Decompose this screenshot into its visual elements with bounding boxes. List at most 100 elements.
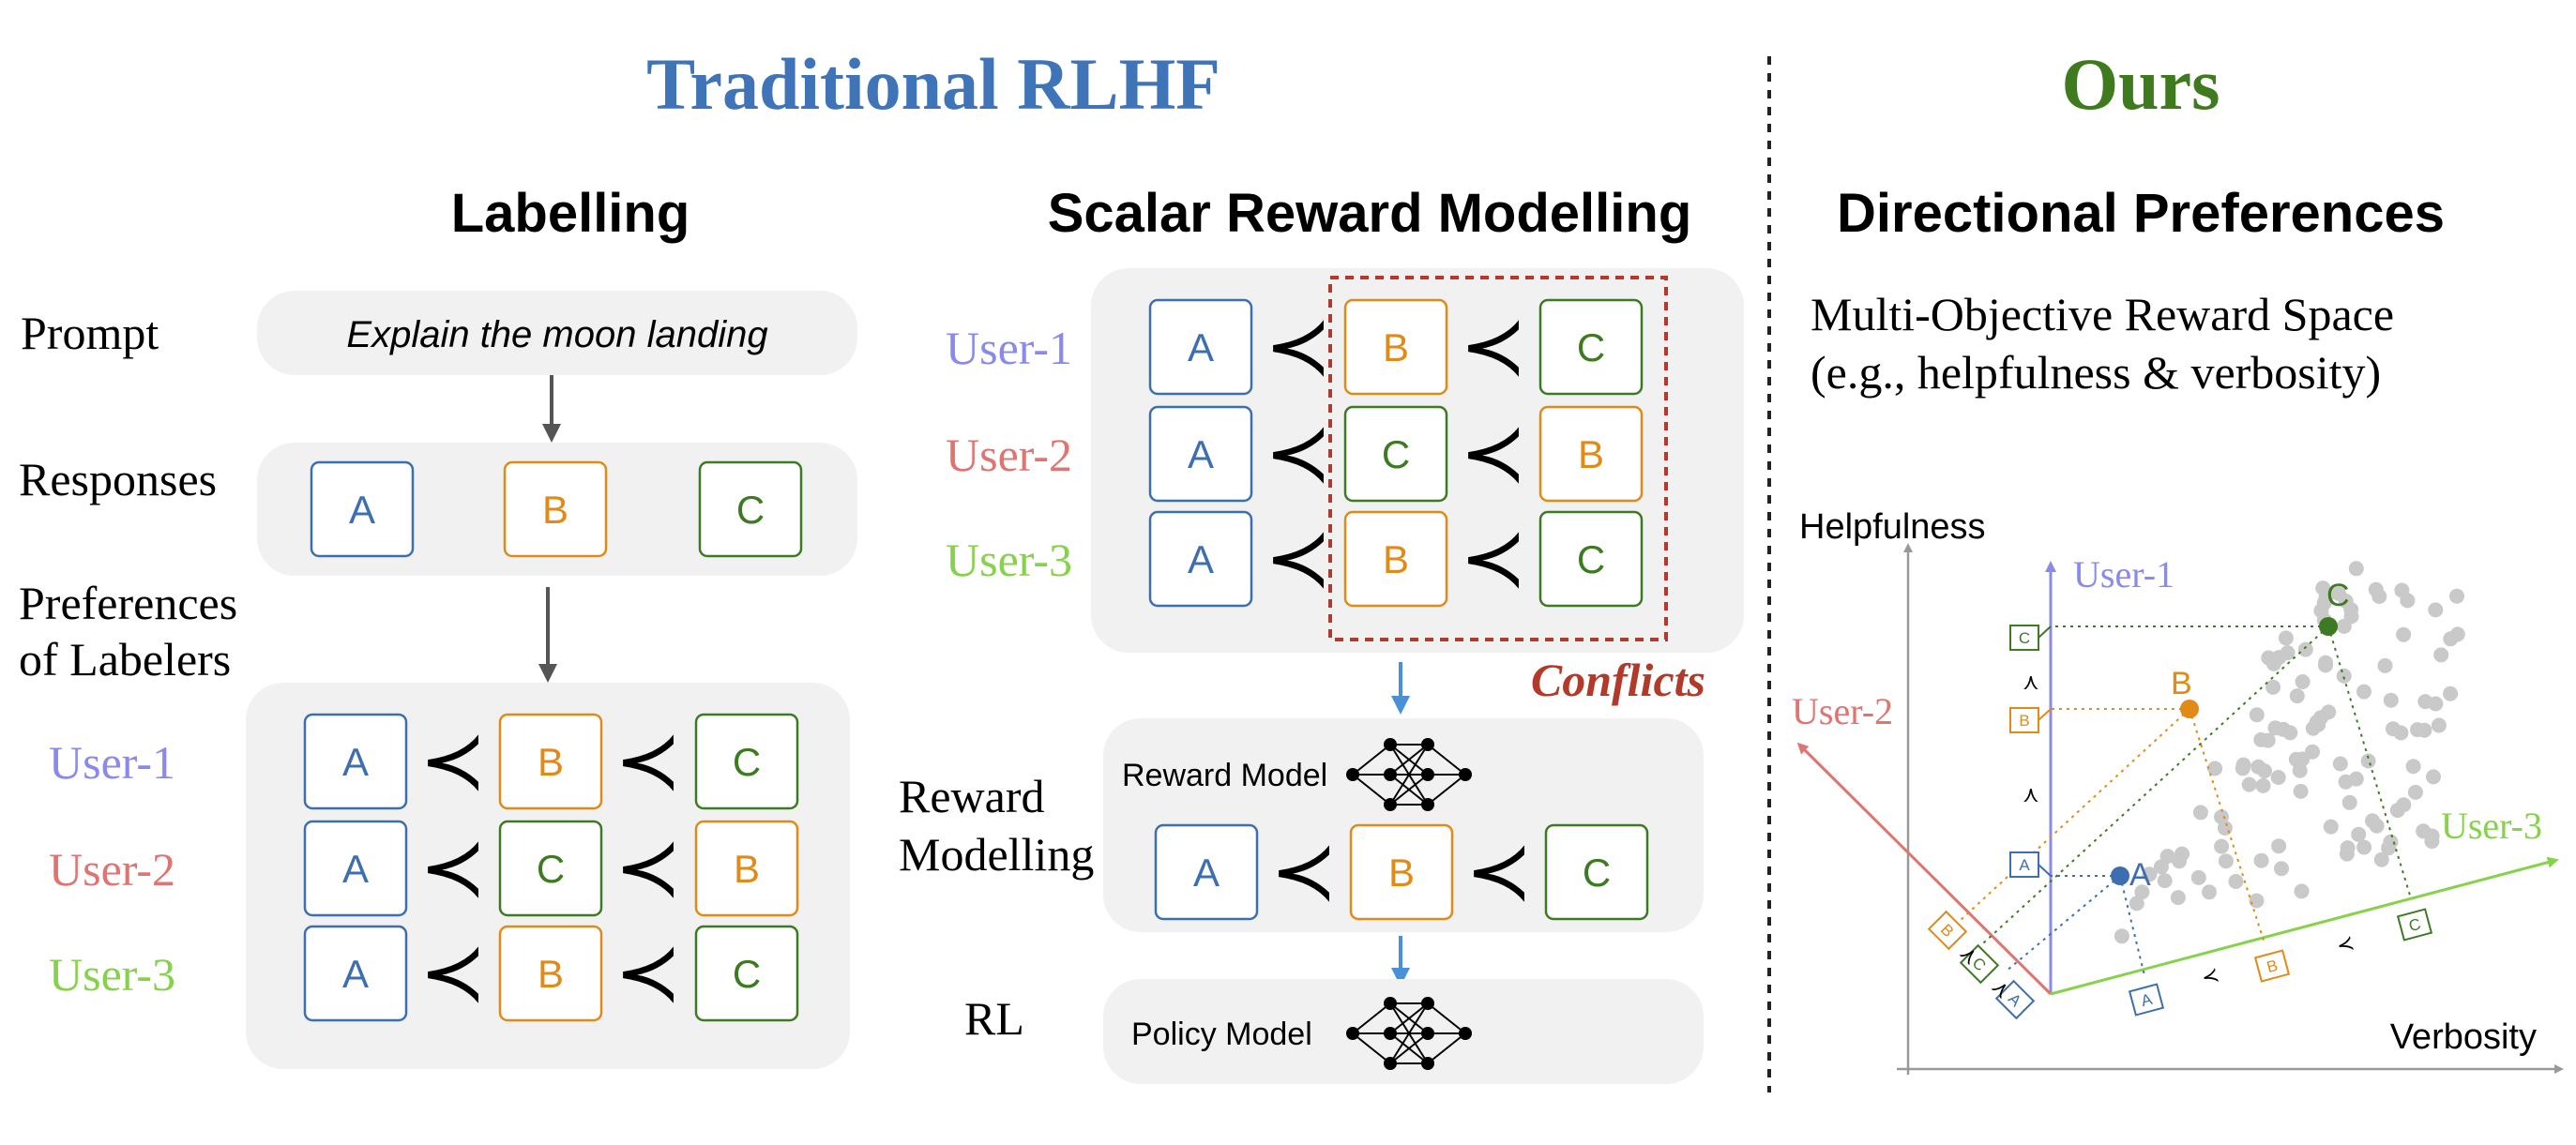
reward-sample-point — [2377, 657, 2393, 673]
reward-sample-point — [2321, 704, 2337, 720]
prec-symbol: ≺ — [419, 714, 487, 807]
reward-sample-point — [2293, 783, 2309, 799]
reward-sample-point — [2356, 839, 2372, 855]
response-box-b: B — [1538, 405, 1644, 503]
user-label-3: User-3 — [49, 948, 175, 1001]
reward-sample-point — [2218, 853, 2234, 869]
reward-sample-point — [2396, 797, 2412, 813]
response-box-border — [1343, 510, 1448, 608]
reward-sample-point — [2241, 776, 2257, 792]
small-prec-symbol: ≺ — [2334, 931, 2356, 958]
net-node — [1421, 798, 1434, 811]
net-edge — [1427, 744, 1466, 776]
prec-symbol: ≺ — [1460, 406, 1527, 500]
reward-sample-point — [2253, 852, 2269, 868]
reward-sample-point — [2443, 685, 2459, 701]
reward-sample-point — [2190, 869, 2206, 885]
response-box-border — [1343, 298, 1448, 396]
prec-symbol: ≺ — [1265, 511, 1332, 605]
projection-line — [2005, 875, 2121, 972]
prompt-text: Explain the moon landing — [346, 314, 767, 355]
response-letter: B — [542, 488, 568, 532]
response-box-a: A — [303, 925, 408, 1022]
reward-point-cloud — [2114, 561, 2465, 944]
projection-tag-letter: B — [2019, 712, 2029, 730]
response-box-border — [1349, 823, 1454, 921]
prec-symbol: ≺ — [419, 821, 487, 914]
point-c-label: C — [2326, 578, 2350, 613]
projection-tag-letter: C — [2019, 629, 2030, 647]
net-node — [1421, 768, 1434, 781]
response-box-border — [503, 460, 608, 558]
small-prec-symbol: ≺ — [2019, 787, 2042, 804]
reward-sample-point — [2410, 722, 2425, 738]
point-a — [2111, 866, 2129, 885]
rl-label: RL — [964, 992, 1024, 1045]
reward-sample-point — [2271, 838, 2287, 854]
net-edge — [1389, 1002, 1429, 1034]
reward-sample-point — [2449, 588, 2464, 604]
response-box-a: A — [303, 820, 408, 917]
projection-tag-b: B — [2009, 707, 2039, 733]
reward-modelling-label-line2: Modelling — [899, 828, 1094, 881]
projection-tag-border — [1959, 943, 2000, 985]
response-box-a: A — [310, 460, 415, 558]
user-label-1: User-1 — [49, 736, 175, 789]
response-letter: C — [733, 952, 761, 996]
conflicts-label: Conflicts — [1531, 654, 1705, 706]
response-box-c: C — [1544, 823, 1649, 921]
response-box-b: B — [1349, 823, 1454, 921]
projection-tag-b: B — [2253, 949, 2291, 983]
projection-tag-c: C — [1959, 943, 2000, 985]
reward-sample-point — [2433, 647, 2449, 663]
reward-sample-point — [2192, 805, 2208, 821]
verbosity-axis-label: Verbosity — [2390, 1017, 2537, 1057]
response-box-b: B — [498, 925, 603, 1022]
reward-sample-point — [2356, 684, 2371, 700]
reward-sample-point — [2228, 874, 2244, 889]
net-node — [1384, 997, 1397, 1010]
response-box-border — [1544, 823, 1649, 921]
reward-sample-point — [2267, 720, 2283, 736]
title-directional-preferences: Directional Preferences — [1837, 183, 2445, 244]
net-edge — [1427, 1032, 1466, 1064]
net-edge — [1427, 1002, 1466, 1034]
projection-line — [1947, 708, 2190, 933]
response-box-b: B — [503, 460, 608, 558]
user-1-direction-label: User-1 — [2073, 553, 2174, 595]
response-box-border — [1538, 405, 1644, 503]
title-ours: Ours — [2061, 43, 2220, 125]
reward-sample-point — [2394, 582, 2410, 598]
prec-symbol: ≺ — [614, 714, 682, 807]
reward-sample-point — [2289, 688, 2305, 704]
net-edge — [1389, 774, 1429, 806]
tag-leader — [2038, 864, 2052, 877]
response-letter: C — [537, 847, 565, 891]
user-label-2: User-2 — [49, 843, 175, 896]
reward-sample-point — [2260, 732, 2276, 748]
projection-line — [2189, 708, 2265, 944]
reward-sample-point — [2255, 777, 2271, 793]
prec-symbol: ≺ — [1265, 299, 1332, 393]
net-edge — [1352, 774, 1391, 806]
reward-sample-point — [2332, 756, 2348, 772]
policy-model-network-icon — [1346, 997, 1472, 1070]
point-b-label: B — [2171, 666, 2192, 701]
title-scalar-reward-modelling: Scalar Reward Modelling — [1048, 183, 1692, 244]
response-letter: B — [1578, 432, 1604, 476]
reward-sample-point — [2396, 626, 2412, 642]
reward-sample-point — [2431, 717, 2447, 733]
response-box-a: A — [1148, 298, 1253, 396]
reward-sample-point — [2249, 893, 2265, 909]
point-c — [2319, 617, 2338, 636]
projection-line — [2119, 875, 2145, 976]
net-edge — [1389, 1002, 1429, 1064]
reward-sample-point — [2323, 819, 2339, 835]
reward-sample-point — [2294, 883, 2310, 899]
